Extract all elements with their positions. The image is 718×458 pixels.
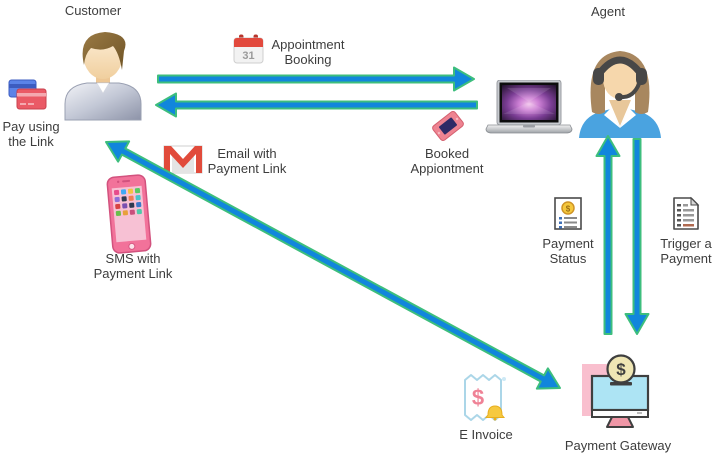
ticket-icon [428,109,468,144]
arrow-appointment-booking [157,66,475,92]
calendar-day-text: 31 [242,50,254,62]
arrow-trigger-payment [624,138,650,335]
sms-payment-link-label: SMS with Payment Link [93,251,173,281]
calendar-icon: 31 [233,34,264,64]
e-invoice-label: E Invoice [459,427,513,442]
trigger-payment-label: Trigger a Payment [660,236,712,266]
smartphone-icon [102,172,156,256]
email-payment-link-label: Email with Payment Link [207,146,287,176]
customer-label: Customer [64,3,122,18]
agent-label: Agent [591,4,625,19]
payment-status-label: Payment Status [542,236,594,266]
monitor-coin-icon: $ [576,348,654,430]
arrow-payment-status [595,135,621,335]
appointment-booking-label: Appointment Booking [271,37,345,67]
svg-text:$: $ [566,205,571,214]
support-agent-avatar [573,38,667,138]
receipt-coin-icon: $ [553,195,583,232]
svg-text:$: $ [472,385,484,410]
laptop-icon [483,80,575,135]
invoice-bell-icon: $ [457,372,511,424]
booked-appointment-label: Booked Appiontment [410,146,484,176]
payment-gateway-label: Payment Gateway [564,438,672,453]
credit-cards-icon [8,77,48,112]
svg-text:$: $ [616,360,626,379]
document-lines-icon [672,196,700,231]
pay-using-link-label: Pay using the Link [2,119,60,149]
businessman-avatar [58,27,148,122]
